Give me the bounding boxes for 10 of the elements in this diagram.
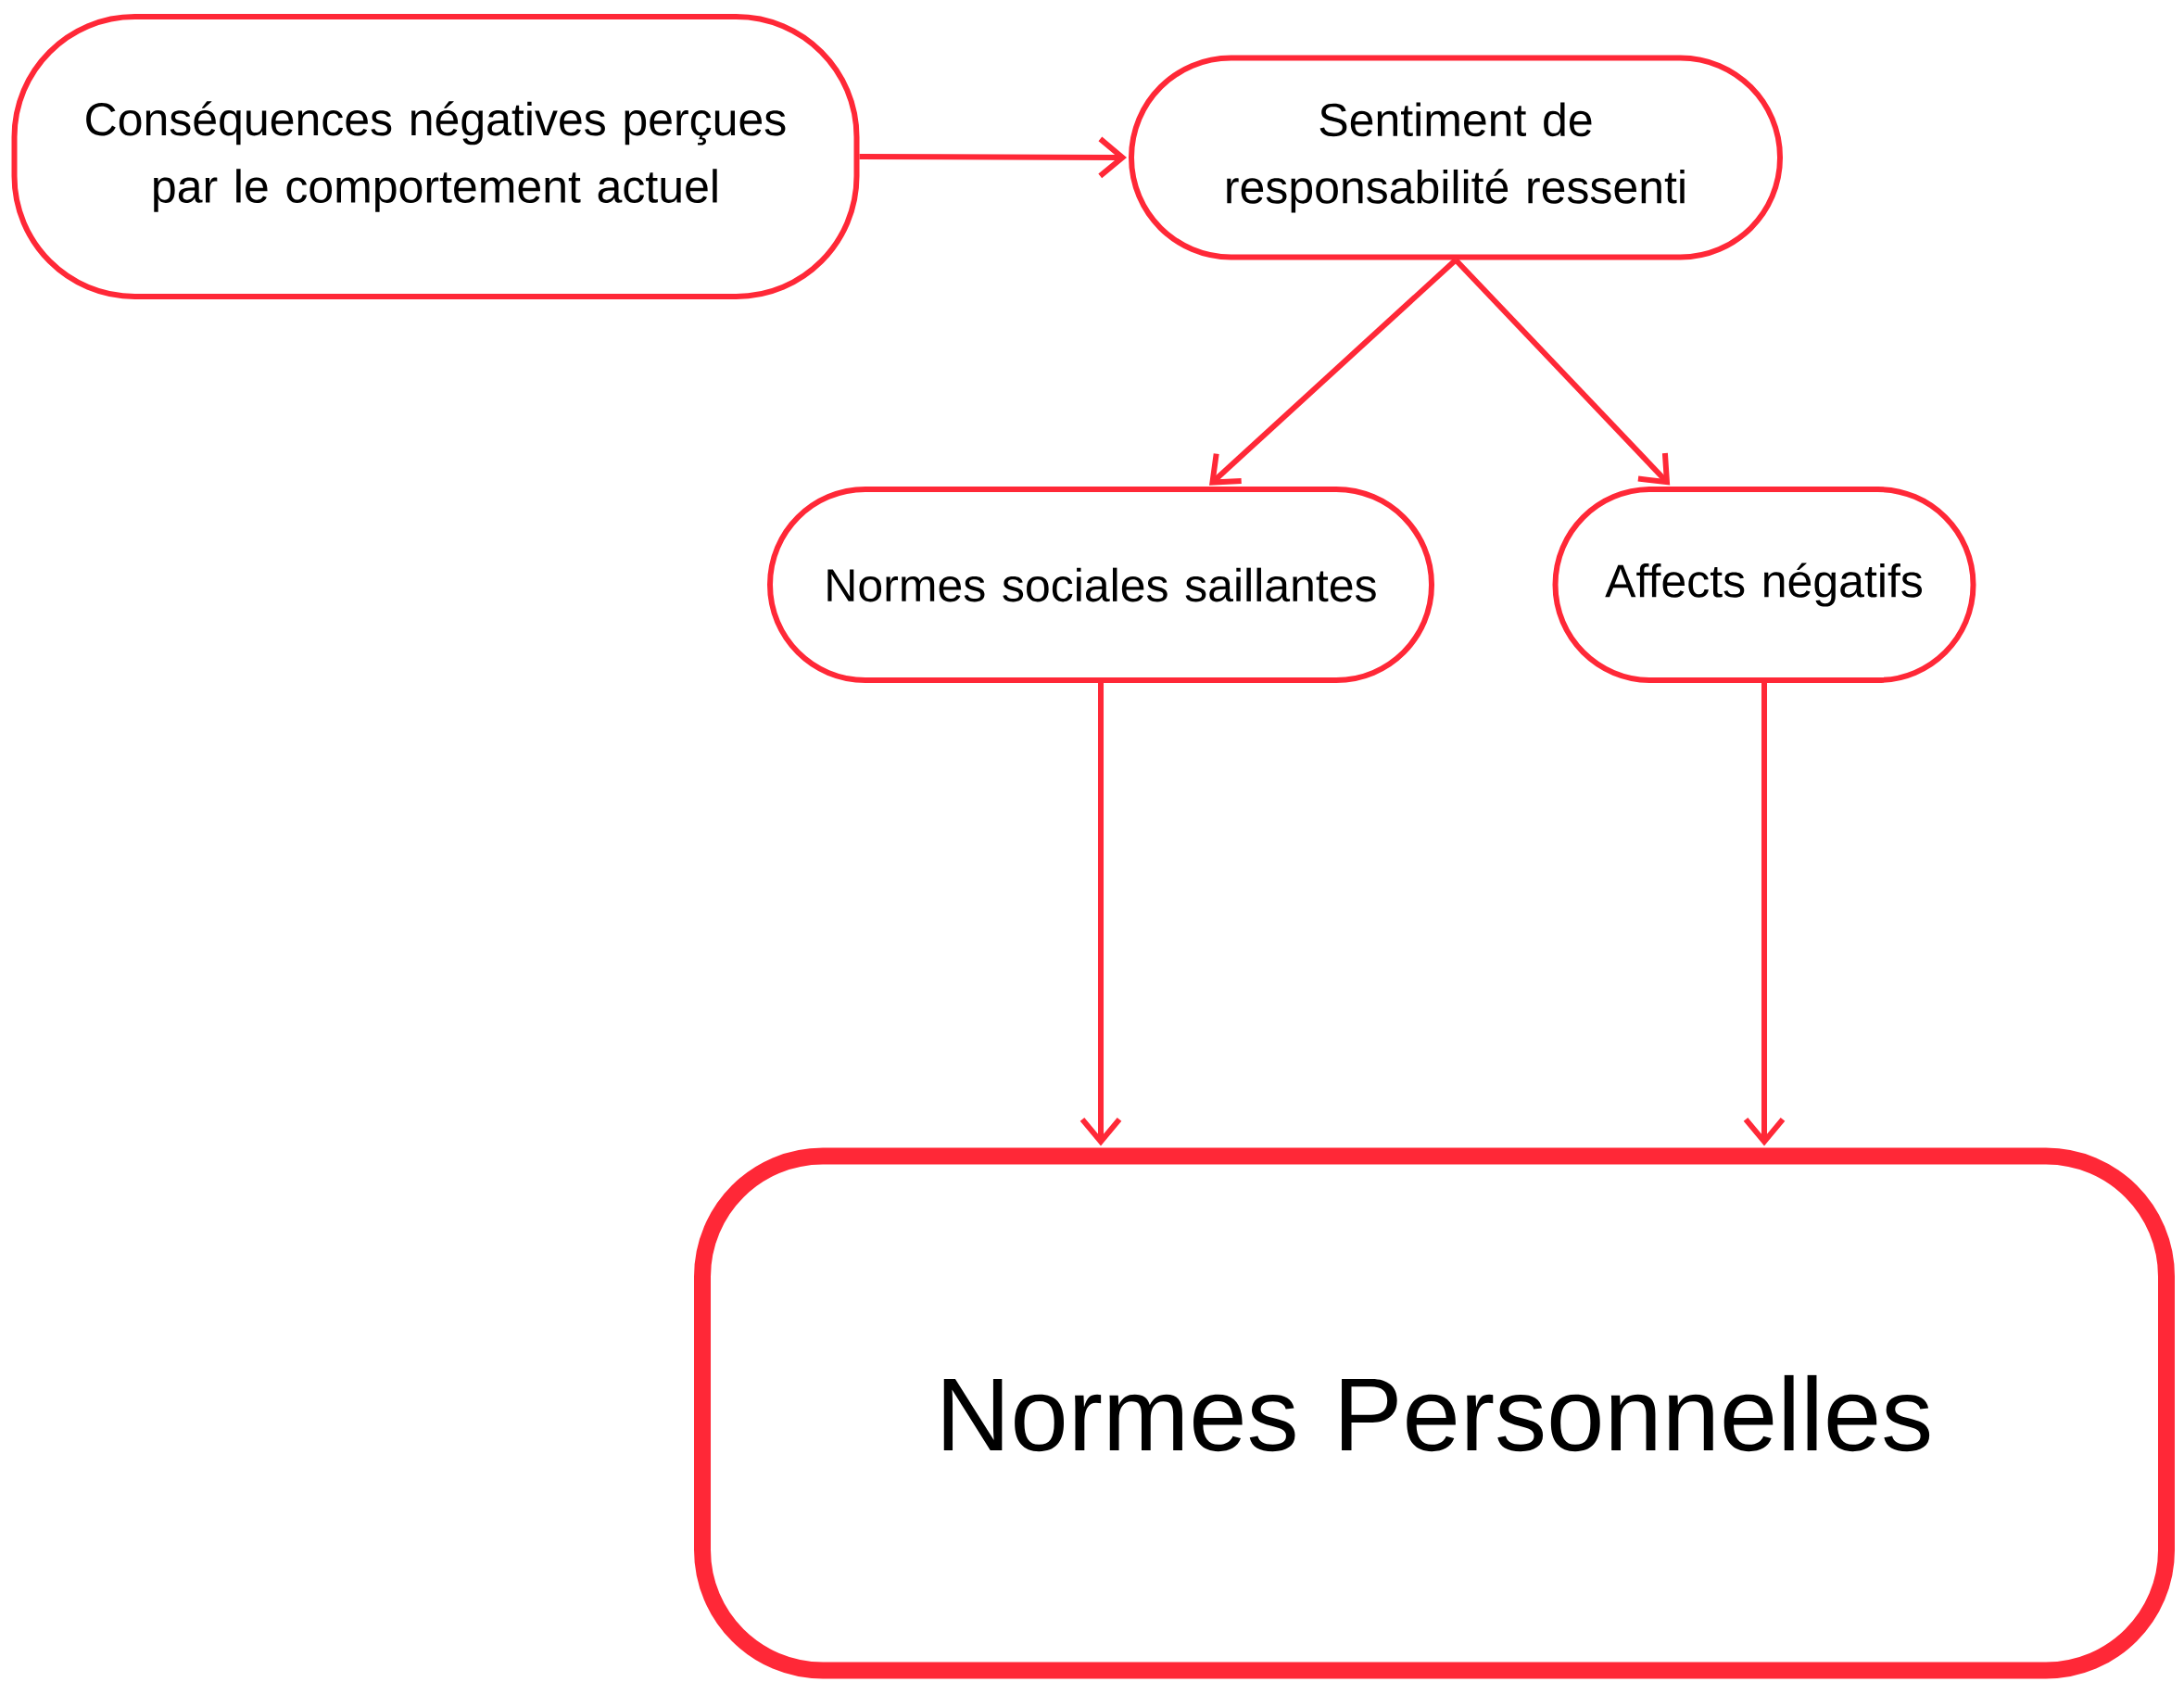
rounded-box: Normes Personnelles (694, 1147, 2175, 1679)
arrow (859, 136, 1127, 179)
rounded-box: Normes sociales saillantes (767, 487, 1434, 683)
arrow (1079, 683, 1122, 1146)
arrow (1209, 258, 1458, 486)
arrow (1743, 683, 1786, 1146)
rounded-box: Conséquences négatives perçues par le comportement actuel (11, 14, 860, 299)
rounded-box: Sentiment de responsabilité ressenti (1129, 55, 1783, 260)
rounded-box: Affects négatifs (1552, 487, 1976, 683)
arrow (1453, 258, 1671, 486)
